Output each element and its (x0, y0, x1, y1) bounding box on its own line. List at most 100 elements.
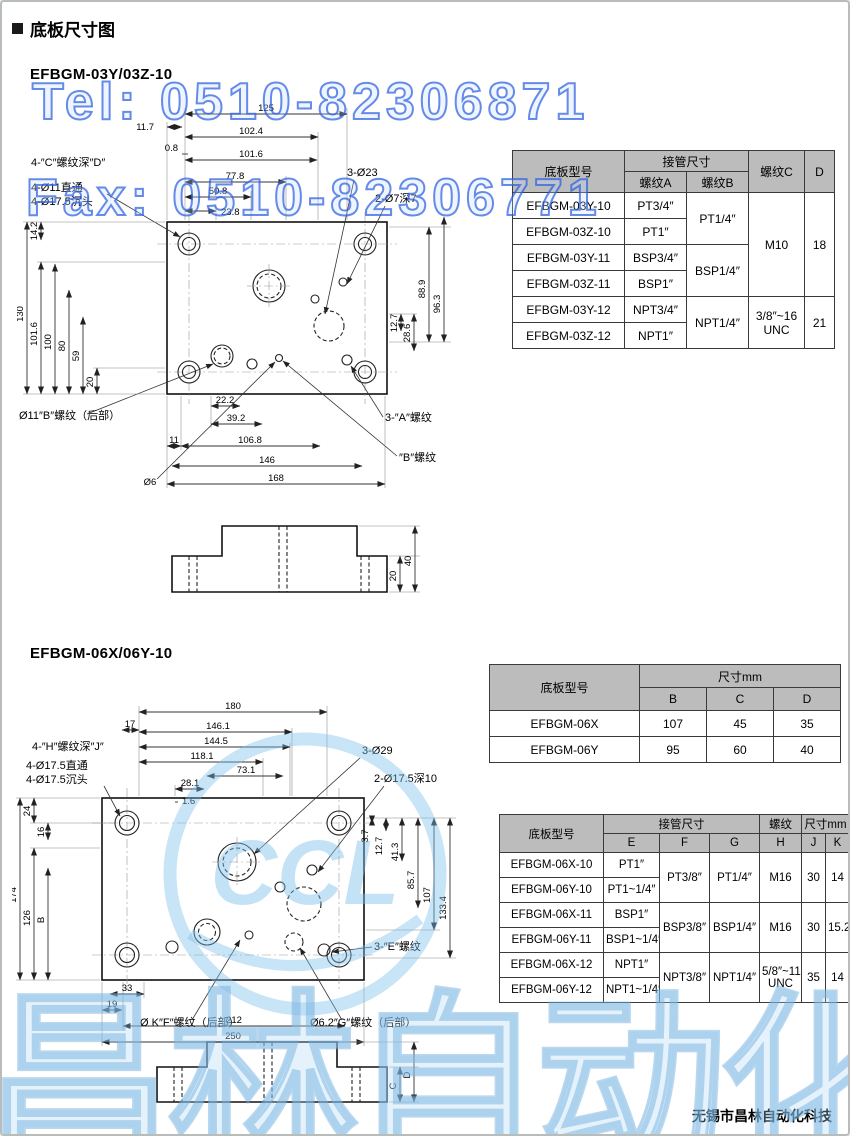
drawing-06-series: 180 17 146.1 144.5 118.1 73.1 28.1 1.6 3… (12, 701, 456, 1103)
cell-h: M16 (759, 852, 802, 903)
cell-d: 21 (804, 296, 836, 349)
title-bullet-square (12, 23, 23, 34)
cell-model: EFBGM-06X-10 (499, 852, 604, 878)
dim-label: C (388, 1082, 399, 1089)
table-row: EFBGM-03Y-12 NPT3/4″ NPT1/4″ 3/8″~16 UNC… (512, 296, 836, 349)
cell-thread-a: NPT3/4″ (624, 296, 687, 323)
col-header-pipe-size: 接管尺寸 (623, 150, 750, 172)
cell-thread-a: NPT1″ (624, 322, 687, 349)
dim-label: 118.1 (190, 751, 213, 762)
dim-label: 28.1 (181, 778, 200, 789)
dim-label: B (36, 917, 47, 923)
dim-label: 85.7 (406, 871, 417, 890)
table-row: EFBGM-06X-10 PT1″ PT3/8″ PT1/4″ M16 30 1… (499, 852, 848, 903)
annotation-label: 4-Ø11直通 (31, 180, 83, 194)
table-row: EFBGM-06Y-11 BSP1~1/4″ (499, 927, 849, 953)
cell-f: BSP3/8″ (659, 902, 710, 953)
page-title: 底板尺寸图 (12, 16, 115, 41)
col-header-d: D (772, 687, 842, 711)
col-header-j: J (801, 833, 826, 853)
table-06-thread-specs: 底板型号 接管尺寸 螺纹 尺寸mm E F G H J K EFBGM-06X-… (499, 814, 849, 1003)
dim-label: 107 (422, 887, 433, 903)
annotation-label: 2-Ø7深7 (375, 192, 417, 205)
cell-model: EFBGM-06X-11 (499, 902, 604, 928)
dim-label: 180 (225, 701, 241, 712)
cell-j: 30 (801, 852, 826, 903)
cell-model: EFBGM-03Z-11 (512, 270, 625, 297)
dim-label: 100 (43, 334, 54, 350)
cell-h: M16 (759, 902, 802, 953)
dim-label: 146.1 (206, 721, 230, 732)
cell-b: 95 (639, 736, 707, 763)
cell-c: 60 (706, 736, 774, 763)
cell-thread-a: BSP3/4″ (624, 244, 687, 271)
cell-e: NPT1~1/4″ (603, 977, 660, 1003)
dim-label: 11 (169, 435, 179, 446)
col-header-k: K (824, 833, 848, 853)
dim-label: 23.8 (221, 207, 240, 218)
dim-label: 0.8 (165, 143, 178, 154)
cell-thread-a: PT1″ (624, 218, 687, 245)
table-row: EFBGM-03Z-10 PT1″ (512, 218, 835, 245)
cell-k: 14 (824, 952, 848, 1003)
dim-label: 24 (22, 806, 33, 817)
dim-label: 17 (125, 719, 136, 730)
dim-label: Ø6 (144, 477, 157, 488)
col-header-c: C (706, 687, 774, 711)
dim-label: D (402, 1071, 413, 1078)
leader-annotations: 3-Ø29 2-Ø17.5深10 4-″H″螺纹深″J″ 4-Ø17.5直通 4… (26, 739, 437, 1029)
dimension-lines-top: 180 17 146.1 144.5 118.1 73.1 28.1 1.6 (121, 701, 328, 807)
cell-k: 14 (824, 852, 848, 903)
cell-model: EFBGM-03Y-12 (512, 296, 625, 323)
dim-label: 59 (71, 351, 82, 362)
annotation-label: 4-″H″螺纹深″J″ (32, 739, 104, 753)
cell-model: EFBGM-06Y-10 (499, 877, 604, 903)
table-06-dimensions: 底板型号 尺寸mm B C D EFBGM-06X 107 45 35 EFBG… (489, 664, 842, 763)
dim-label: 126 (22, 910, 33, 926)
dim-label: 212 (226, 1015, 242, 1026)
annotation-label: 4-Ø17.5直通 (26, 758, 88, 772)
col-header-d: D (804, 150, 836, 193)
table-row: EFBGM-06Y 95 60 40 (489, 736, 842, 763)
col-header-pipe-size: 接管尺寸 (603, 814, 760, 834)
dim-label: 144.5 (204, 736, 228, 747)
col-header-thread-c: 螺纹C (748, 150, 806, 193)
dim-label: 96.3 (432, 295, 443, 314)
dim-label: 19 (107, 999, 118, 1010)
annotation-label: 2-Ø17.5深10 (374, 772, 437, 785)
dim-label: 14.2 (29, 222, 40, 241)
drawing-03-series: 11.7 0.8 125 102.4 101.6 77.8 50.8 23.8 … (17, 103, 451, 593)
table-03-thread-specs: 底板型号 接管尺寸 螺纹C D 螺纹A 螺纹B EFBGM-03Y-10 PT3… (512, 150, 836, 349)
cell-model: EFBGM-06X-12 (499, 952, 604, 978)
cell-model: EFBGM-06X (489, 710, 640, 737)
dim-label: 168 (268, 473, 284, 484)
annotation-label: 3-″A″螺纹 (385, 410, 432, 424)
cell-e: PT1~1/4″ (603, 877, 660, 903)
dim-label: 20 (388, 571, 399, 582)
col-header-model: 底板型号 (512, 150, 625, 193)
dim-label: 40 (403, 556, 414, 567)
cell-g: PT1/4″ (709, 852, 760, 903)
annotation-label: 4-″C″螺纹深″D″ (31, 155, 105, 169)
table-row: EFBGM-03Z-12 NPT1″ (512, 322, 835, 349)
cell-model: EFBGM-03Z-12 (512, 322, 625, 349)
cell-thread-c: 3/8″~16 UNC (748, 296, 806, 349)
cell-thread-a: BSP1″ (624, 270, 687, 297)
dim-label: 73.1 (237, 765, 256, 776)
dim-label: 130 (17, 306, 26, 322)
cell-thread-a: PT3/4″ (624, 192, 687, 219)
footer-company: 无锡市昌林自动化科技 (692, 1108, 832, 1124)
plate-top-view (157, 212, 397, 404)
dim-label: 1.6 (182, 796, 195, 807)
dim-label: 12.7 (389, 314, 400, 333)
dimension-lines-top: 11.7 0.8 125 102.4 101.6 77.8 50.8 23.8 (136, 103, 348, 220)
annotation-label: 3-Ø23 (347, 167, 378, 179)
table-row: EFBGM-06X-12 NPT1″ NPT3/8″ NPT1/4″ 5/8″~… (499, 952, 848, 1003)
cell-d: 18 (804, 192, 836, 297)
dim-label: 77.8 (226, 171, 245, 182)
cell-thread-b: BSP1/4″ (685, 244, 750, 297)
col-header-g: G (709, 833, 760, 853)
col-header-model: 底板型号 (499, 814, 604, 853)
dim-label: 3.7 (360, 829, 371, 842)
